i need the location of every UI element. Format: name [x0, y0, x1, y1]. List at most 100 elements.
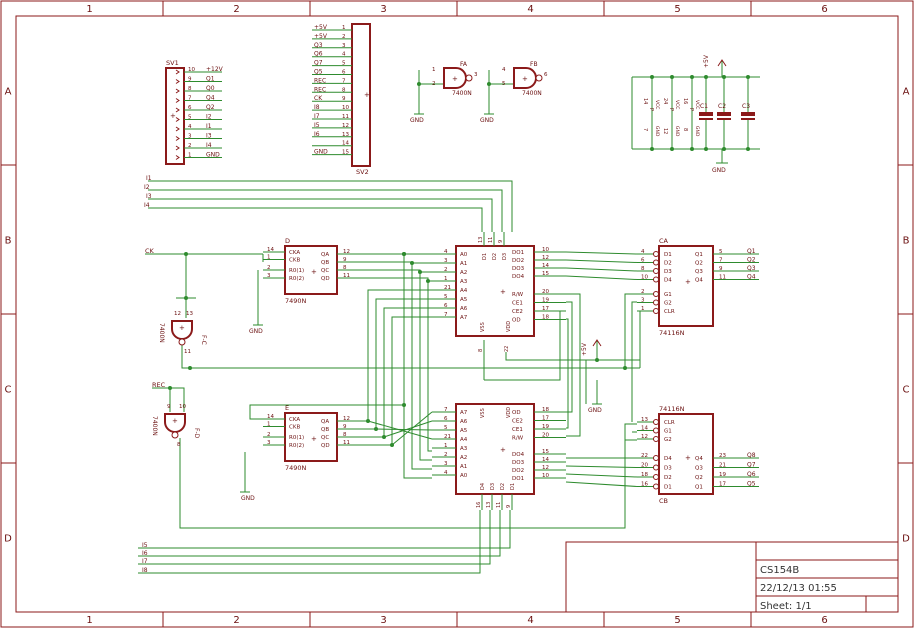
pin-number: 7	[719, 258, 723, 264]
pin-label: A1	[460, 261, 467, 267]
junction-dot	[184, 252, 188, 256]
pin-label: D4	[480, 483, 486, 490]
pin-number: 12	[343, 416, 350, 422]
junction-dot	[382, 435, 386, 439]
net-label: Q6	[314, 51, 323, 58]
pin-label: GND	[654, 126, 660, 137]
pin-label: A6	[460, 306, 468, 312]
input-bus	[148, 207, 483, 232]
column-label: 3	[380, 4, 386, 15]
pin-number: 5	[444, 425, 448, 431]
pin-number: 15	[342, 150, 349, 156]
capacitor-plate	[699, 112, 713, 116]
pin-label: A1	[460, 464, 467, 470]
pin-number: 12	[342, 123, 349, 129]
pin-label: Q1	[695, 252, 703, 258]
pin-label: DO2	[512, 468, 524, 474]
input-bus	[138, 510, 501, 557]
pin-number: 15	[542, 271, 549, 277]
pin-marker	[175, 107, 180, 113]
data-bus	[565, 251, 638, 255]
input-bus	[148, 198, 493, 232]
pin-number: 4	[342, 52, 346, 58]
pin-number: 4	[641, 249, 645, 255]
plus-sign: +	[311, 268, 317, 276]
pin-number: 5	[444, 294, 448, 300]
gate-name: FB	[530, 61, 538, 68]
pin-label: D2	[664, 475, 672, 481]
pin-label: CKB	[289, 425, 300, 431]
pin-number: 17	[542, 306, 549, 312]
input-net-label: I7	[142, 558, 148, 565]
pin-bubble	[653, 436, 659, 442]
column-label: 2	[233, 615, 239, 626]
pin-number: 11	[343, 440, 350, 446]
pin-number: 13	[342, 132, 349, 138]
pin-number: 2	[267, 265, 271, 271]
junction-dot	[623, 366, 627, 370]
pin-label: Q3	[695, 466, 703, 472]
input-net-label: I3	[146, 193, 152, 200]
pin-number: 6	[641, 258, 645, 264]
net-label: +12V	[206, 66, 224, 73]
pin-number: 4	[188, 124, 192, 130]
pin-number: 19	[542, 424, 549, 430]
pin-number: 1	[267, 422, 271, 428]
pin-marker	[175, 136, 180, 141]
pin-label: D1	[510, 483, 516, 490]
gate-bubble	[171, 431, 179, 439]
vcc-arrow	[592, 339, 602, 347]
pin-number: 12	[662, 128, 668, 134]
plus-sign: +	[522, 75, 528, 83]
pin-number: 16	[641, 482, 648, 488]
address-bus	[375, 428, 433, 431]
ram-body	[455, 403, 535, 495]
gnd-label: GND	[241, 495, 255, 502]
net-label: I6	[314, 131, 320, 138]
pin-marker	[175, 155, 180, 160]
pin-bubble	[653, 276, 659, 283]
pin-bubble	[653, 259, 659, 266]
capacitor-plate	[741, 112, 755, 116]
output-net-label: Q5	[747, 481, 756, 488]
pin-number: 11	[184, 349, 191, 355]
pin-number: 14	[641, 426, 648, 432]
control-bus	[181, 345, 640, 369]
pin-bubble	[653, 464, 659, 471]
data-bus	[565, 267, 638, 272]
junction-dot	[188, 366, 192, 370]
output-net-label: Q2	[747, 257, 756, 264]
pin-label: D2	[500, 483, 506, 490]
pin-number: 10	[542, 473, 549, 479]
pin-label: A7	[460, 315, 468, 321]
input-net-label: I2	[144, 184, 150, 191]
control-wire	[566, 318, 569, 429]
pin-number: 16	[682, 98, 688, 104]
pin-bubble	[653, 483, 659, 490]
pin-label: QC	[321, 268, 329, 274]
pin-label: QA	[321, 252, 329, 258]
net-label: REC	[314, 77, 326, 84]
pin-bubble	[653, 299, 659, 306]
pin-number: 15	[542, 449, 549, 455]
pin-label: A6	[460, 419, 468, 425]
pin-number: 4	[502, 67, 506, 73]
data-bus	[565, 465, 638, 468]
pin-number: 7	[444, 407, 448, 413]
pin-bubble	[653, 308, 659, 314]
pin-label: D4	[664, 278, 672, 284]
pin-label: D1	[482, 253, 488, 260]
pin-label: G1	[664, 429, 672, 435]
pin-number: 9	[188, 77, 192, 83]
ck-net-label: CK	[145, 247, 155, 255]
pin-label: CLR	[664, 309, 675, 315]
pin-label: OD	[512, 410, 521, 416]
pin-label: D1	[664, 252, 672, 258]
pin-number: 1	[444, 276, 448, 282]
plus-sign: +	[685, 278, 691, 286]
pin-number: 12	[641, 434, 648, 440]
